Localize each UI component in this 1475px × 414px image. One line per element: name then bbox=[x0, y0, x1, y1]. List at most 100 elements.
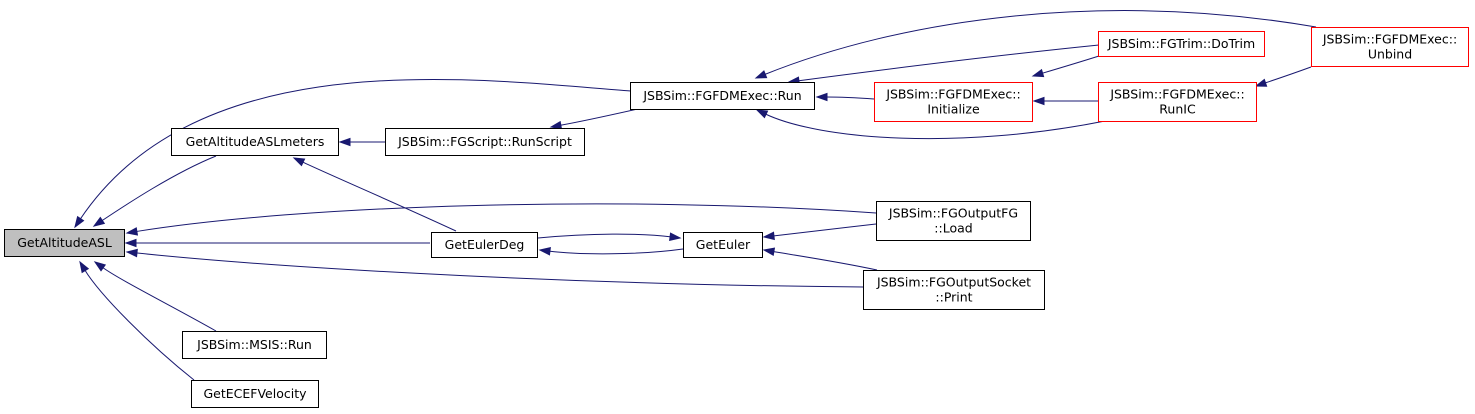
node-label: JSBSim::FGFDMExec:: bbox=[885, 87, 1020, 102]
node-label: JSBSim::FGFDMExec::Run bbox=[642, 88, 801, 103]
edge-line bbox=[135, 203, 877, 233]
node-getaltitudeaslmeters[interactable]: GetAltitudeASLmeters bbox=[171, 128, 339, 156]
node-msis-run[interactable]: JSBSim::MSIS::Run bbox=[182, 331, 327, 359]
edge-arrowhead bbox=[1031, 68, 1045, 78]
edge-fgfdmexec-runic-to-fgfdmexec-run bbox=[755, 109, 1106, 140]
node-box bbox=[182, 331, 327, 359]
node-box bbox=[863, 270, 1045, 310]
node-label: JSBSim::FGOutputFG bbox=[888, 206, 1018, 221]
edge-line bbox=[135, 252, 864, 288]
edge-line bbox=[301, 161, 457, 232]
node-geteuler[interactable]: GetEuler bbox=[683, 232, 763, 258]
node-label: RunIC bbox=[1159, 102, 1196, 117]
node-label: GetAltitudeASL bbox=[17, 235, 112, 250]
edge-arrowhead bbox=[92, 216, 106, 227]
node-box bbox=[171, 128, 339, 156]
node-label: GetEuler bbox=[696, 237, 751, 252]
node-label: Unbind bbox=[1368, 47, 1412, 62]
edge-line bbox=[772, 250, 878, 271]
node-fgfdmexec-run[interactable]: JSBSim::FGFDMExec::Run bbox=[630, 82, 815, 110]
edge-fgfdmexec-unbind-to-fgfdmexec-run bbox=[754, 10, 1317, 79]
edge-line bbox=[1041, 55, 1100, 74]
edge-geteulerdeg-to-getaltitudeaslmeters bbox=[292, 157, 457, 232]
node-getaltitudeasl[interactable]: GetAltitudeASL bbox=[4, 229, 125, 257]
edge-arrowhead bbox=[125, 227, 139, 236]
edge-line bbox=[1264, 66, 1312, 84]
edge-arrowhead bbox=[1254, 78, 1268, 87]
edge-arrowhead bbox=[755, 109, 769, 119]
edge-arrowhead bbox=[669, 232, 682, 241]
edge-line bbox=[797, 44, 1100, 82]
node-fgtrim-dotrim[interactable]: JSBSim::FGTrim::DoTrim bbox=[1098, 31, 1265, 57]
node-box bbox=[431, 232, 538, 258]
edge-line bbox=[101, 155, 217, 222]
node-box bbox=[1098, 82, 1257, 122]
call-graph-edges bbox=[74, 10, 1317, 381]
edge-fgtrim-dotrim-to-fgfdmexec-run bbox=[787, 44, 1100, 85]
edge-arrowhead bbox=[549, 120, 563, 130]
node-label: Initialize bbox=[927, 102, 980, 117]
edge-fgfdmexec-initialize-to-fgfdmexec-run bbox=[815, 92, 875, 102]
edge-getaltitudeaslmeters-to-getaltitudeasl bbox=[92, 155, 217, 227]
edge-arrowhead bbox=[815, 92, 828, 102]
edge-fgscript-runscript-to-getaltitudeaslmeters bbox=[338, 137, 385, 147]
edge-arrowhead bbox=[538, 247, 551, 256]
edge-arrowhead bbox=[74, 215, 85, 229]
edge-arrowhead bbox=[124, 238, 137, 248]
edge-fgoutputfg-load-to-getaltitudeasl bbox=[125, 203, 877, 236]
node-box bbox=[683, 232, 763, 258]
node-fgfdmexec-runic[interactable]: JSBSim::FGFDMExec::RunIC bbox=[1098, 82, 1257, 122]
node-label: GetEulerDeg bbox=[445, 237, 525, 252]
node-fgoutputsocket-print[interactable]: JSBSim::FGOutputSocket::Print bbox=[863, 270, 1045, 310]
edge-fgoutputsocket-print-to-geteuler bbox=[762, 247, 878, 271]
edge-fgfdmexec-runic-to-fgfdmexec-initialize bbox=[1032, 96, 1099, 106]
edge-geteuler-to-geteulerdeg bbox=[538, 247, 684, 256]
edge-msis-run-to-getaltitudeasl bbox=[93, 261, 217, 332]
edge-line bbox=[772, 223, 877, 237]
node-box bbox=[385, 128, 585, 156]
node-label: JSBSim::FGOutputSocket bbox=[876, 275, 1031, 290]
node-fgscript-runscript[interactable]: JSBSim::FGScript::RunScript bbox=[385, 128, 585, 156]
edge-fgfdmexec-run-to-getaltitudeasl bbox=[74, 78, 632, 229]
edge-line bbox=[79, 78, 632, 220]
edge-arrowhead bbox=[762, 247, 776, 256]
node-box bbox=[1098, 31, 1265, 57]
edge-arrowhead bbox=[762, 231, 775, 241]
edge-line bbox=[102, 266, 217, 332]
node-label: JSBSim::FGFDMExec:: bbox=[1109, 87, 1244, 102]
edge-fgtrim-dotrim-to-fgfdmexec-initialize bbox=[1031, 55, 1100, 78]
node-label: ::Load bbox=[934, 221, 972, 236]
edge-line bbox=[764, 10, 1317, 76]
node-label: GetAltitudeASLmeters bbox=[186, 134, 325, 149]
edge-line bbox=[537, 233, 672, 239]
node-label: JSBSim::FGFDMExec:: bbox=[1322, 32, 1457, 47]
edge-geteulerdeg-to-getaltitudeasl bbox=[124, 238, 430, 248]
edge-line bbox=[84, 269, 195, 381]
node-label: JSBSim::FGScript::RunScript bbox=[397, 134, 572, 149]
node-box bbox=[4, 229, 125, 257]
call-graph-nodes: GetAltitudeASLGetAltitudeASLmetersJSBSim… bbox=[4, 27, 1469, 408]
edge-fgfdmexec-unbind-to-fgfdmexec-runic bbox=[1254, 66, 1312, 87]
edge-fgoutputfg-load-to-geteuler bbox=[762, 223, 877, 241]
edge-arrowhead bbox=[125, 248, 138, 258]
node-box bbox=[876, 201, 1031, 241]
node-fgfdmexec-initialize[interactable]: JSBSim::FGFDMExec::Initialize bbox=[874, 82, 1033, 122]
node-label: GetECEFVelocity bbox=[203, 386, 307, 401]
edge-arrowhead bbox=[292, 157, 306, 167]
node-geteulerdeg[interactable]: GetEulerDeg bbox=[431, 232, 538, 258]
node-label: JSBSim::FGTrim::DoTrim bbox=[1107, 36, 1255, 51]
node-box bbox=[1311, 27, 1469, 67]
node-fgoutputfg-load[interactable]: JSBSim::FGOutputFG::Load bbox=[876, 201, 1031, 241]
edge-line bbox=[548, 248, 684, 255]
edge-arrowhead bbox=[93, 261, 107, 272]
node-fgfdmexec-unbind[interactable]: JSBSim::FGFDMExec::Unbind bbox=[1311, 27, 1469, 67]
edge-line bbox=[764, 113, 1106, 140]
edge-arrowhead bbox=[79, 260, 90, 274]
edge-arrowhead bbox=[1032, 96, 1045, 106]
edge-geteulerdeg-to-geteuler bbox=[537, 232, 682, 241]
node-getecefvelocity[interactable]: GetECEFVelocity bbox=[191, 380, 319, 408]
node-label: JSBSim::MSIS::Run bbox=[196, 337, 312, 352]
edge-fgoutputsocket-print-to-getaltitudeasl bbox=[125, 248, 864, 288]
node-box bbox=[630, 82, 815, 110]
